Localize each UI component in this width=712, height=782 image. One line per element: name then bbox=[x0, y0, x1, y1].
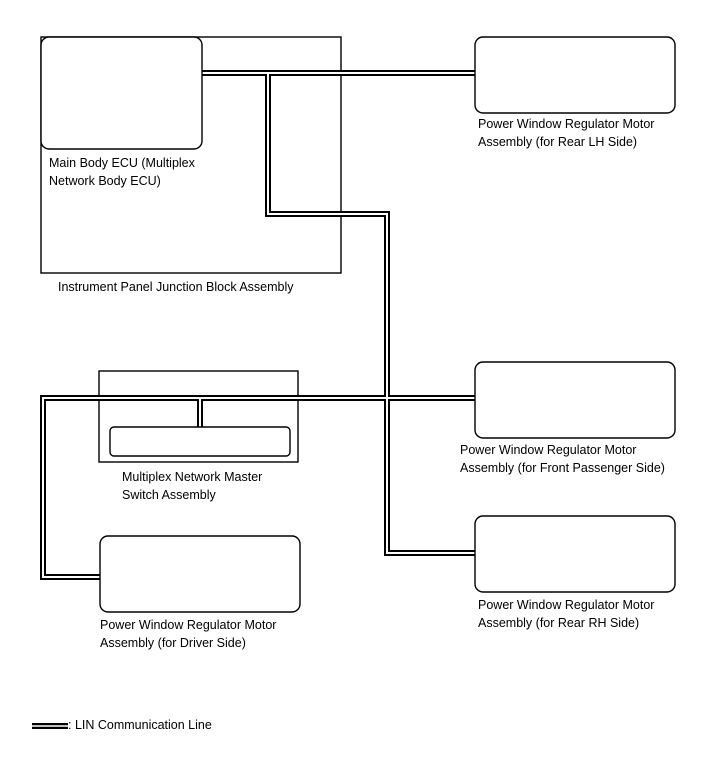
front-passenger-motor-label-line2: Assembly (for Front Passenger Side) bbox=[460, 461, 665, 475]
main-body-ecu-box bbox=[40, 36, 203, 150]
main-body-ecu-label-line1: Main Body ECU (Multiplex bbox=[49, 156, 195, 170]
front-passenger-motor-box bbox=[474, 361, 676, 439]
front-passenger-motor-label-line1: Power Window Regulator Motor bbox=[460, 443, 637, 457]
master-switch-box bbox=[109, 426, 291, 457]
rear-rh-motor-label-line2: Assembly (for Rear RH Side) bbox=[478, 616, 640, 630]
driver-motor-label: Power Window Regulator Motor Assembly (f… bbox=[100, 616, 276, 652]
rear-rh-motor-label-line1: Power Window Regulator Motor bbox=[478, 598, 655, 612]
rear-lh-motor-label: Power Window Regulator Motor Assembly (f… bbox=[478, 115, 654, 151]
master-switch-label-line1: Multiplex Network Master bbox=[122, 470, 263, 484]
rear-lh-motor-box bbox=[474, 36, 676, 114]
main-body-ecu-label: Main Body ECU (Multiplex Network Body EC… bbox=[49, 154, 195, 190]
rear-rh-motor-box bbox=[474, 515, 676, 593]
driver-motor-box bbox=[99, 535, 301, 613]
front-passenger-motor-label: Power Window Regulator Motor Assembly (f… bbox=[460, 441, 665, 477]
master-switch-label: Multiplex Network Master Switch Assembly bbox=[122, 468, 262, 504]
rear-lh-motor-label-line2: Assembly (for Rear LH Side) bbox=[478, 135, 638, 149]
legend-label: : LIN Communication Line bbox=[68, 718, 212, 732]
main-body-ecu-label-line2: Network Body ECU) bbox=[49, 174, 161, 188]
master-switch-outline bbox=[98, 370, 299, 463]
lin-wires bbox=[40, 70, 478, 580]
driver-motor-label-line1: Power Window Regulator Motor bbox=[100, 618, 277, 632]
rear-rh-motor-label: Power Window Regulator Motor Assembly (f… bbox=[478, 596, 654, 632]
rear-lh-motor-label-line1: Power Window Regulator Motor bbox=[478, 117, 655, 131]
driver-motor-label-line2: Assembly (for Driver Side) bbox=[100, 636, 246, 650]
master-switch-label-line2: Switch Assembly bbox=[122, 488, 216, 502]
junction-block-label: Instrument Panel Junction Block Assembly bbox=[58, 280, 294, 294]
